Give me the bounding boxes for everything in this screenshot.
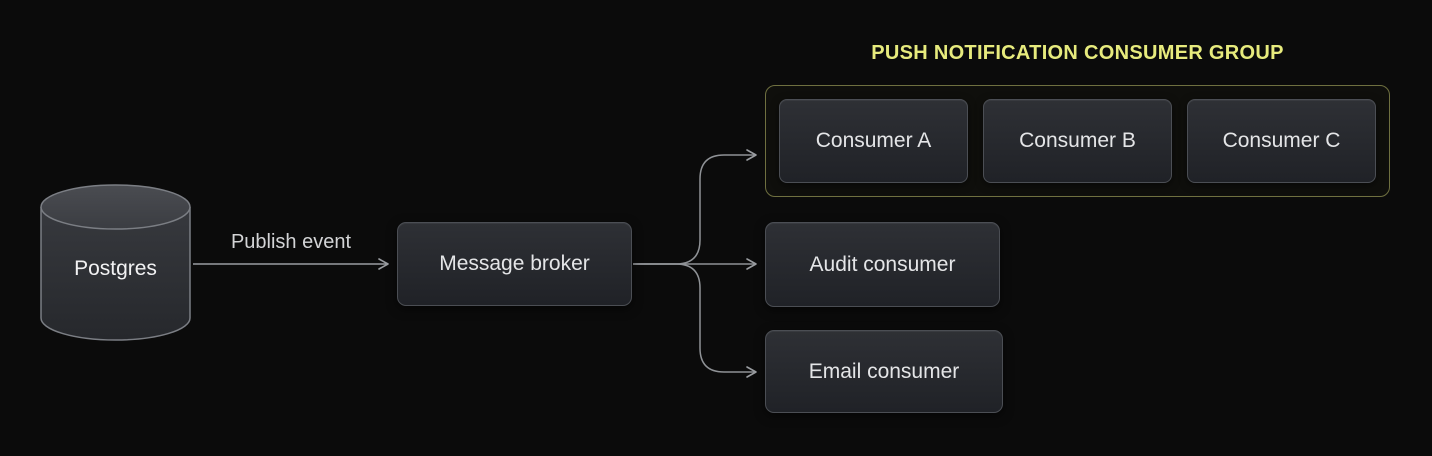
connector-to-consumer-group: [633, 149, 757, 265]
node-postgres-label: Postgres: [74, 257, 157, 280]
node-email-consumer: Email consumer: [765, 330, 1003, 413]
node-message-broker: Message broker: [397, 222, 632, 306]
node-consumer-c: Consumer C: [1187, 99, 1376, 183]
node-audit-consumer-label: Audit consumer: [809, 252, 956, 276]
node-consumer-b-label: Consumer B: [1019, 129, 1136, 152]
postgres-cylinder: [40, 184, 191, 341]
node-consumer-a: Consumer A: [779, 99, 968, 183]
edge-publish-event-label: Publish event: [230, 231, 352, 253]
consumer-group-container: Consumer A Consumer B Consumer C: [765, 85, 1390, 197]
connector-to-email-consumer: [633, 263, 757, 378]
node-audit-consumer: Audit consumer: [765, 222, 1000, 307]
node-consumer-a-label: Consumer A: [815, 129, 932, 152]
node-message-broker-label: Message broker: [439, 252, 590, 275]
consumer-group-title: PUSH NOTIFICATION CONSUMER GROUP: [871, 42, 1284, 64]
node-consumer-c-label: Consumer C: [1222, 129, 1341, 152]
node-consumer-b: Consumer B: [983, 99, 1172, 183]
node-email-consumer-label: Email consumer: [808, 359, 960, 383]
